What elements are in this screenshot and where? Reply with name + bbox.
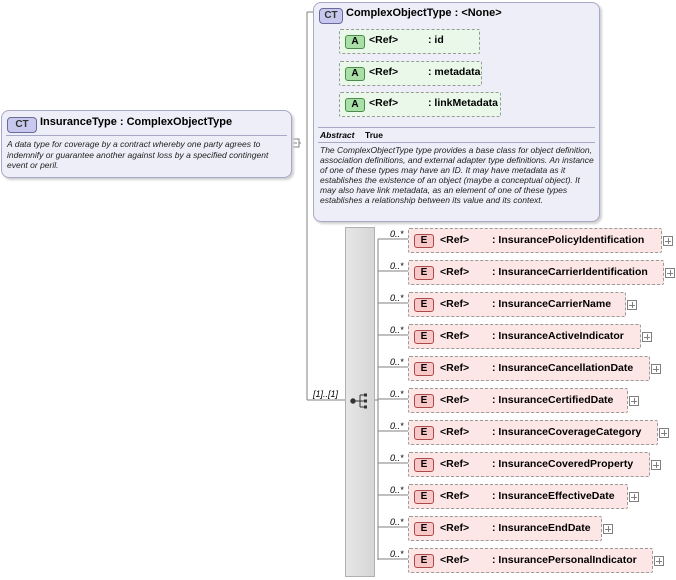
element-insurance-certified-date[interactable]: E <Ref> : InsuranceCertifiedDate — [408, 388, 628, 413]
divider — [318, 142, 595, 143]
divider — [6, 135, 287, 136]
attribute-icon: A — [345, 67, 365, 81]
element-insurance-active-indicator[interactable]: E <Ref> : InsuranceActiveIndicator — [408, 324, 641, 349]
element-name: : InsurancePolicyIdentification — [492, 234, 645, 246]
attribute-icon: A — [345, 98, 365, 112]
sequence-cardinality: [1]..[1] — [313, 389, 339, 399]
expand-icon[interactable] — [654, 556, 664, 566]
expand-icon[interactable] — [603, 524, 613, 534]
element-icon: E — [414, 490, 434, 504]
element-insurance-coverage-category[interactable]: E <Ref> : InsuranceCoverageCategory — [408, 420, 658, 445]
element-cardinality: 0..* — [390, 453, 404, 463]
element-icon: E — [414, 234, 434, 248]
element-name: : InsuranceActiveIndicator — [492, 330, 624, 342]
element-icon: E — [414, 554, 434, 568]
element-cardinality: 0..* — [390, 293, 404, 303]
element-insurance-personal-indicator[interactable]: E <Ref> : InsurancePersonalIndicator — [408, 548, 653, 573]
insurance-type-title: InsuranceType : ComplexObjectType — [40, 116, 233, 128]
element-name: : InsuranceCoveredProperty — [492, 458, 634, 470]
complex-object-type-box[interactable]: CT ComplexObjectType : <None> A <Ref> : … — [313, 2, 600, 222]
element-insurance-effective-date[interactable]: E <Ref> : InsuranceEffectiveDate — [408, 484, 628, 509]
attribute-id[interactable]: A <Ref> : id — [339, 29, 480, 54]
expand-icon[interactable] — [627, 300, 637, 310]
attribute-name: : id — [428, 34, 444, 46]
complex-type-icon: CT — [319, 8, 343, 24]
insurance-type-box[interactable]: CT InsuranceType : ComplexObjectType A d… — [1, 110, 292, 178]
attribute-name: : metadata — [428, 66, 481, 78]
element-icon: E — [414, 458, 434, 472]
expand-icon[interactable] — [629, 492, 639, 502]
element-icon: E — [414, 522, 434, 536]
element-name: : InsuranceCoverageCategory — [492, 426, 642, 438]
attribute-name: : linkMetadata — [428, 97, 499, 109]
expand-icon[interactable] — [651, 460, 661, 470]
element-name: : InsuranceEndDate — [492, 522, 591, 534]
element-ref: <Ref> — [440, 330, 470, 342]
element-name: : InsuranceCarrierName — [492, 298, 612, 310]
element-cardinality: 0..* — [390, 421, 404, 431]
element-ref: <Ref> — [440, 554, 470, 566]
expand-icon[interactable] — [659, 428, 669, 438]
element-cardinality: 0..* — [390, 485, 404, 495]
attribute-link-metadata[interactable]: A <Ref> : linkMetadata — [339, 92, 501, 117]
expand-icon[interactable] — [642, 332, 652, 342]
element-cardinality: 0..* — [390, 229, 404, 239]
element-insurance-cancellation-date[interactable]: E <Ref> : InsuranceCancellationDate — [408, 356, 650, 381]
expand-icon[interactable] — [665, 268, 675, 278]
element-icon: E — [414, 426, 434, 440]
element-ref: <Ref> — [440, 266, 470, 278]
element-cardinality: 0..* — [390, 517, 404, 527]
attribute-ref: <Ref> — [369, 34, 399, 46]
element-cardinality: 0..* — [390, 389, 404, 399]
element-ref: <Ref> — [440, 458, 470, 470]
element-name: : InsuranceEffectiveDate — [492, 490, 615, 502]
element-insurance-policy-identification[interactable]: E <Ref> : InsurancePolicyIdentification — [408, 228, 662, 253]
complex-object-type-description: The ComplexObjectType type provides a ba… — [320, 145, 594, 205]
sequence-compositor[interactable] — [345, 227, 375, 577]
element-ref: <Ref> — [440, 522, 470, 534]
element-icon: E — [414, 298, 434, 312]
element-name: : InsuranceCancellationDate — [492, 362, 634, 374]
element-ref: <Ref> — [440, 426, 470, 438]
element-insurance-carrier-identification[interactable]: E <Ref> : InsuranceCarrierIdentification — [408, 260, 664, 285]
element-name: : InsuranceCarrierIdentification — [492, 266, 648, 278]
element-ref: <Ref> — [440, 490, 470, 502]
element-insurance-carrier-name[interactable]: E <Ref> : InsuranceCarrierName — [408, 292, 626, 317]
element-name: : InsurancePersonalIndicator — [492, 554, 637, 566]
expand-icon[interactable] — [629, 396, 639, 406]
element-cardinality: 0..* — [390, 325, 404, 335]
attribute-icon: A — [345, 35, 365, 49]
complex-object-type-title: ComplexObjectType : <None> — [346, 7, 502, 19]
element-icon: E — [414, 266, 434, 280]
element-insurance-end-date[interactable]: E <Ref> : InsuranceEndDate — [408, 516, 602, 541]
element-insurance-covered-property[interactable]: E <Ref> : InsuranceCoveredProperty — [408, 452, 650, 477]
insurance-type-description: A data type for coverage by a contract w… — [7, 139, 269, 170]
element-ref: <Ref> — [440, 298, 470, 310]
abstract-label: Abstract — [320, 130, 355, 140]
abstract-value: True — [365, 130, 383, 140]
attribute-ref: <Ref> — [369, 66, 399, 78]
attribute-metadata[interactable]: A <Ref> : metadata — [339, 61, 482, 86]
expand-icon[interactable] — [651, 364, 661, 374]
element-cardinality: 0..* — [390, 261, 404, 271]
element-ref: <Ref> — [440, 362, 470, 374]
expand-icon[interactable] — [663, 236, 673, 246]
element-icon: E — [414, 330, 434, 344]
element-ref: <Ref> — [440, 234, 470, 246]
element-ref: <Ref> — [440, 394, 470, 406]
attribute-ref: <Ref> — [369, 97, 399, 109]
element-icon: E — [414, 362, 434, 376]
element-cardinality: 0..* — [390, 549, 404, 559]
complex-type-icon: CT — [7, 117, 37, 133]
divider — [318, 127, 595, 128]
element-cardinality: 0..* — [390, 357, 404, 367]
sequence-icon — [350, 393, 367, 409]
element-icon: E — [414, 394, 434, 408]
element-name: : InsuranceCertifiedDate — [492, 394, 614, 406]
